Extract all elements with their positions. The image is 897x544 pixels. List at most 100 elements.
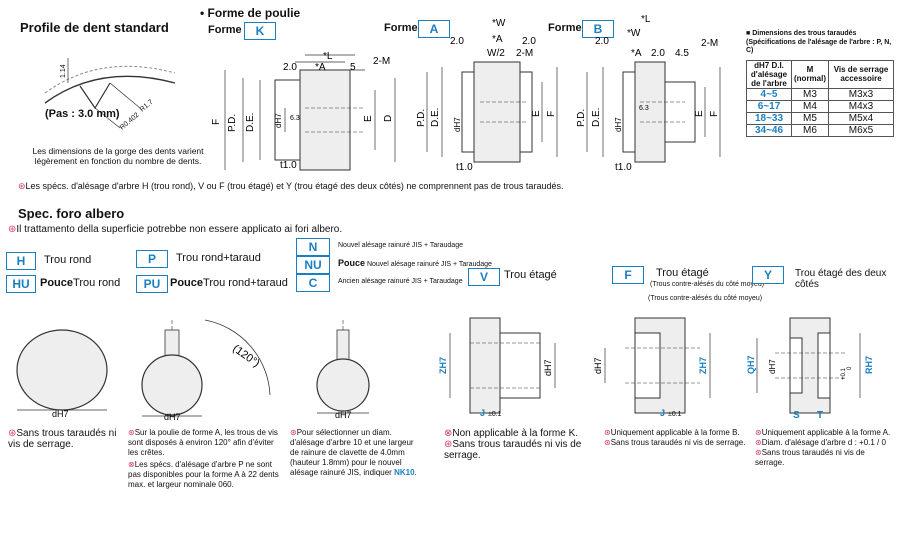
sub2-f: (Trous contre-alésés du côté moyeu) xyxy=(648,295,763,302)
pitch-label: (Pas : 3.0 mm) xyxy=(45,108,120,120)
note-p-b: ⊗Les spécs. d'alésage d'arbre P ne sont … xyxy=(128,460,279,489)
code-nu: NU xyxy=(296,256,330,274)
label-d0: 0 xyxy=(847,366,853,370)
code-v: V xyxy=(468,268,500,286)
table-row: 34~46 M6 M6x5 xyxy=(746,123,894,137)
label-j01: ±0.1 xyxy=(668,411,682,418)
form-b-drawing: *L *W 2.0 *A 2.0 4.5 2-M P.D. D.E. dH7 6… xyxy=(576,14,721,173)
label-f: Trou étagé xyxy=(656,267,709,279)
cross-icon: ⊗ xyxy=(128,460,135,469)
spec-title: Spec. foro albero xyxy=(18,206,125,221)
dim-2-0: 2.0 xyxy=(450,36,464,47)
dim-dh7: dH7 xyxy=(274,113,283,128)
label-angle: (120°) xyxy=(230,343,262,370)
label-dh7: dH7 xyxy=(52,409,69,419)
form-a-drawing: 2.0 *W *A 2.0 W/2 2-M P.D. D.E. dH7 E F … xyxy=(416,18,558,173)
dim-w2: W/2 xyxy=(487,48,505,59)
dim-45: 4.5 xyxy=(675,48,689,59)
note-p-a: ⊛Sur la poulie de forme A, les trous de … xyxy=(128,428,278,457)
dim-l: *L xyxy=(641,14,651,25)
dim-e: E xyxy=(694,110,705,117)
code-f: F xyxy=(612,266,644,284)
code-h: H xyxy=(6,252,36,270)
dim-2m: 2-M xyxy=(701,38,718,49)
code-c: C xyxy=(296,274,330,292)
dim-63: 6.3 xyxy=(290,115,300,122)
mark-icon: ⊛ xyxy=(604,428,611,437)
drawing-nc: dH7 xyxy=(316,320,370,420)
th-dh7: dH7 D.I. d'alésage de l'arbre xyxy=(746,59,792,89)
drawing-y: QH7 dH7 +0.1 0 RH7 S T xyxy=(746,317,874,421)
mark-icon: ⊛ xyxy=(8,428,17,439)
note-nc: ⊛Pour sélectionner un diam. d'alésage d'… xyxy=(290,428,417,477)
forme-label-a: Forme xyxy=(384,22,418,34)
note-f: ⊛Uniquement applicable à la forme B. ⊛Sa… xyxy=(604,428,746,447)
dim-a: *A xyxy=(315,62,326,73)
code-y: Y xyxy=(752,266,784,284)
form-k-badge: K xyxy=(244,22,276,40)
poulie-title: • Forme de poulie xyxy=(200,6,301,20)
mark-icon: ⊛ xyxy=(755,438,762,447)
dim-a: *A xyxy=(492,34,503,45)
forme-label-b: Forme xyxy=(548,22,582,34)
dim-t: t1.0 xyxy=(280,160,297,171)
thread-table: dH7 D.I. d'alésage de l'arbre M (normal)… xyxy=(746,59,894,137)
label-q: QH7 xyxy=(746,355,756,374)
form-a-badge: A xyxy=(418,20,450,38)
forme-label-k: Forme xyxy=(208,24,242,36)
mark-icon: ⊛ xyxy=(604,438,611,447)
label-c: Ancien alésage rainuré JIS + Taraudage xyxy=(338,278,463,285)
dim-w: *W xyxy=(492,18,506,29)
label-dh7: dH7 xyxy=(335,410,352,420)
thread-table-subtitle: (Spécifications de l'alésage de l'arbre … xyxy=(746,38,892,55)
label-s: S xyxy=(793,410,800,421)
code-n: N xyxy=(296,238,330,256)
form-b-badge: B xyxy=(582,20,614,38)
label-dh7: dH7 xyxy=(543,359,553,376)
dim-2-0: 2.0 xyxy=(595,36,609,47)
dim-pd: P.D. xyxy=(227,114,238,132)
dim-2m: 2-M xyxy=(373,56,390,67)
dim-dh7: dH7 xyxy=(453,117,462,132)
dim-5: 5 xyxy=(350,62,356,73)
code-hu: HU xyxy=(6,275,36,293)
dim-63: 6.3 xyxy=(639,105,649,112)
label-z: ZH7 xyxy=(698,357,708,374)
dim-pd: P.D. xyxy=(576,109,587,127)
label-t: T xyxy=(817,410,823,421)
dim-t: t1.0 xyxy=(615,162,632,173)
label-nu: Pouce Nouvel alésage rainuré JIS + Tarau… xyxy=(338,258,492,269)
form-k-drawing: 2.0 *A *L 5 2-M F P.D. D.E. dH7 6.3 E D … xyxy=(211,51,396,171)
label-dp01: +0.1 xyxy=(841,367,847,380)
dim-de: D.E. xyxy=(591,108,602,127)
mark-icon: ⊛ xyxy=(18,181,26,191)
dim-114: 1.14 xyxy=(60,64,67,78)
profile-title: Profile de dent standard xyxy=(20,20,169,35)
label-dh7: dH7 xyxy=(593,357,603,374)
spec-note: ⊛Il trattamento della superficie potrebb… xyxy=(8,224,343,235)
th-m: M (normal) xyxy=(791,59,829,89)
label-v: Trou étagé xyxy=(504,269,557,281)
drawing-v: ZH7 dH7 J ±0.1 xyxy=(438,317,556,418)
label-h: Trou rond xyxy=(44,254,92,266)
mark-icon: ⊛ xyxy=(128,428,135,437)
label-j01: ±0.1 xyxy=(488,411,502,418)
mark-icon: ⊛ xyxy=(755,428,762,437)
dim-d: D xyxy=(383,115,394,122)
dim-de: D.E. xyxy=(245,113,256,132)
label-r: RH7 xyxy=(864,356,874,374)
note-h: ⊛Sans trous taraudés ni vis de serrage. xyxy=(8,428,117,450)
drawing-f: dH7 ZH7 J ±0.1 xyxy=(593,317,711,418)
tooth-profile-drawing: 1.14 R0.402 R1.7 xyxy=(44,58,176,132)
dim-t: t1.0 xyxy=(456,162,473,173)
thread-table-block: ■ Dimensions des trous taraudés (Spécifi… xyxy=(746,30,896,137)
dim-pd: P.D. xyxy=(416,109,427,127)
table-row: 6~17 M4 M4x3 xyxy=(746,99,894,113)
note-y: ⊛Uniquement applicable à la forme A. ⊛Di… xyxy=(755,428,891,467)
code-p: P xyxy=(136,250,168,268)
label-dh7: dH7 xyxy=(164,412,181,422)
dim-de: D.E. xyxy=(430,108,441,127)
mark-icon: ⊛ xyxy=(290,428,297,437)
dim-0402: R0.402 xyxy=(119,112,141,132)
profile-note: Les dimensions de la gorge des dents var… xyxy=(32,146,204,166)
